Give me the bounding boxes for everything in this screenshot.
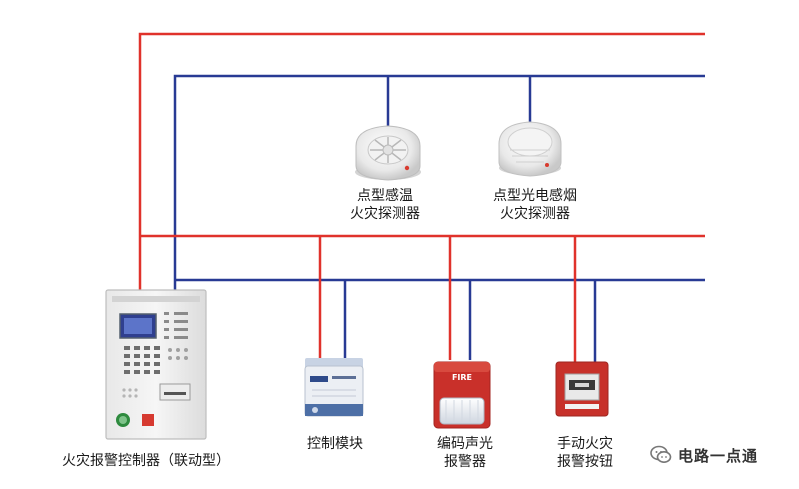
heat-detector-label-line1: 点型感温 [335,187,435,205]
call-point-label: 手动火灾 报警按钮 [535,435,635,471]
call-point-label-line1: 手动火灾 [535,435,635,453]
control-module-image [305,358,363,416]
smoke-detector-label-line1: 点型光电感烟 [465,187,605,205]
heat-detector-image [355,126,421,180]
heat-detector-label-line2: 火灾探测器 [335,205,435,223]
manual-call-point-image [556,362,608,416]
smoke-detector-image [499,122,561,176]
control-panel-label: 火灾报警控制器（联动型） [62,452,262,470]
control-panel-image [106,290,206,439]
call-point-label-line2: 报警按钮 [535,453,635,471]
watermark-text: 电路一点通 [678,445,758,466]
blue-bus-top [175,76,705,300]
sounder-label-line2: 报警器 [415,453,515,471]
sounder-brand-text: FIRE [452,373,472,382]
red-bus-top [140,34,705,300]
wechat-icon [650,445,672,465]
watermark: 电路一点通 [650,444,758,466]
control-module-label: 控制模块 [285,435,385,453]
smoke-detector-label: 点型光电感烟 火灾探测器 [465,187,605,223]
sounder-label: 编码声光 报警器 [415,435,515,471]
sounder-label-line1: 编码声光 [415,435,515,453]
sounder-strobe-image: FIRE [434,362,490,428]
smoke-detector-label-line2: 火灾探测器 [465,205,605,223]
heat-detector-label: 点型感温 火灾探测器 [335,187,435,223]
